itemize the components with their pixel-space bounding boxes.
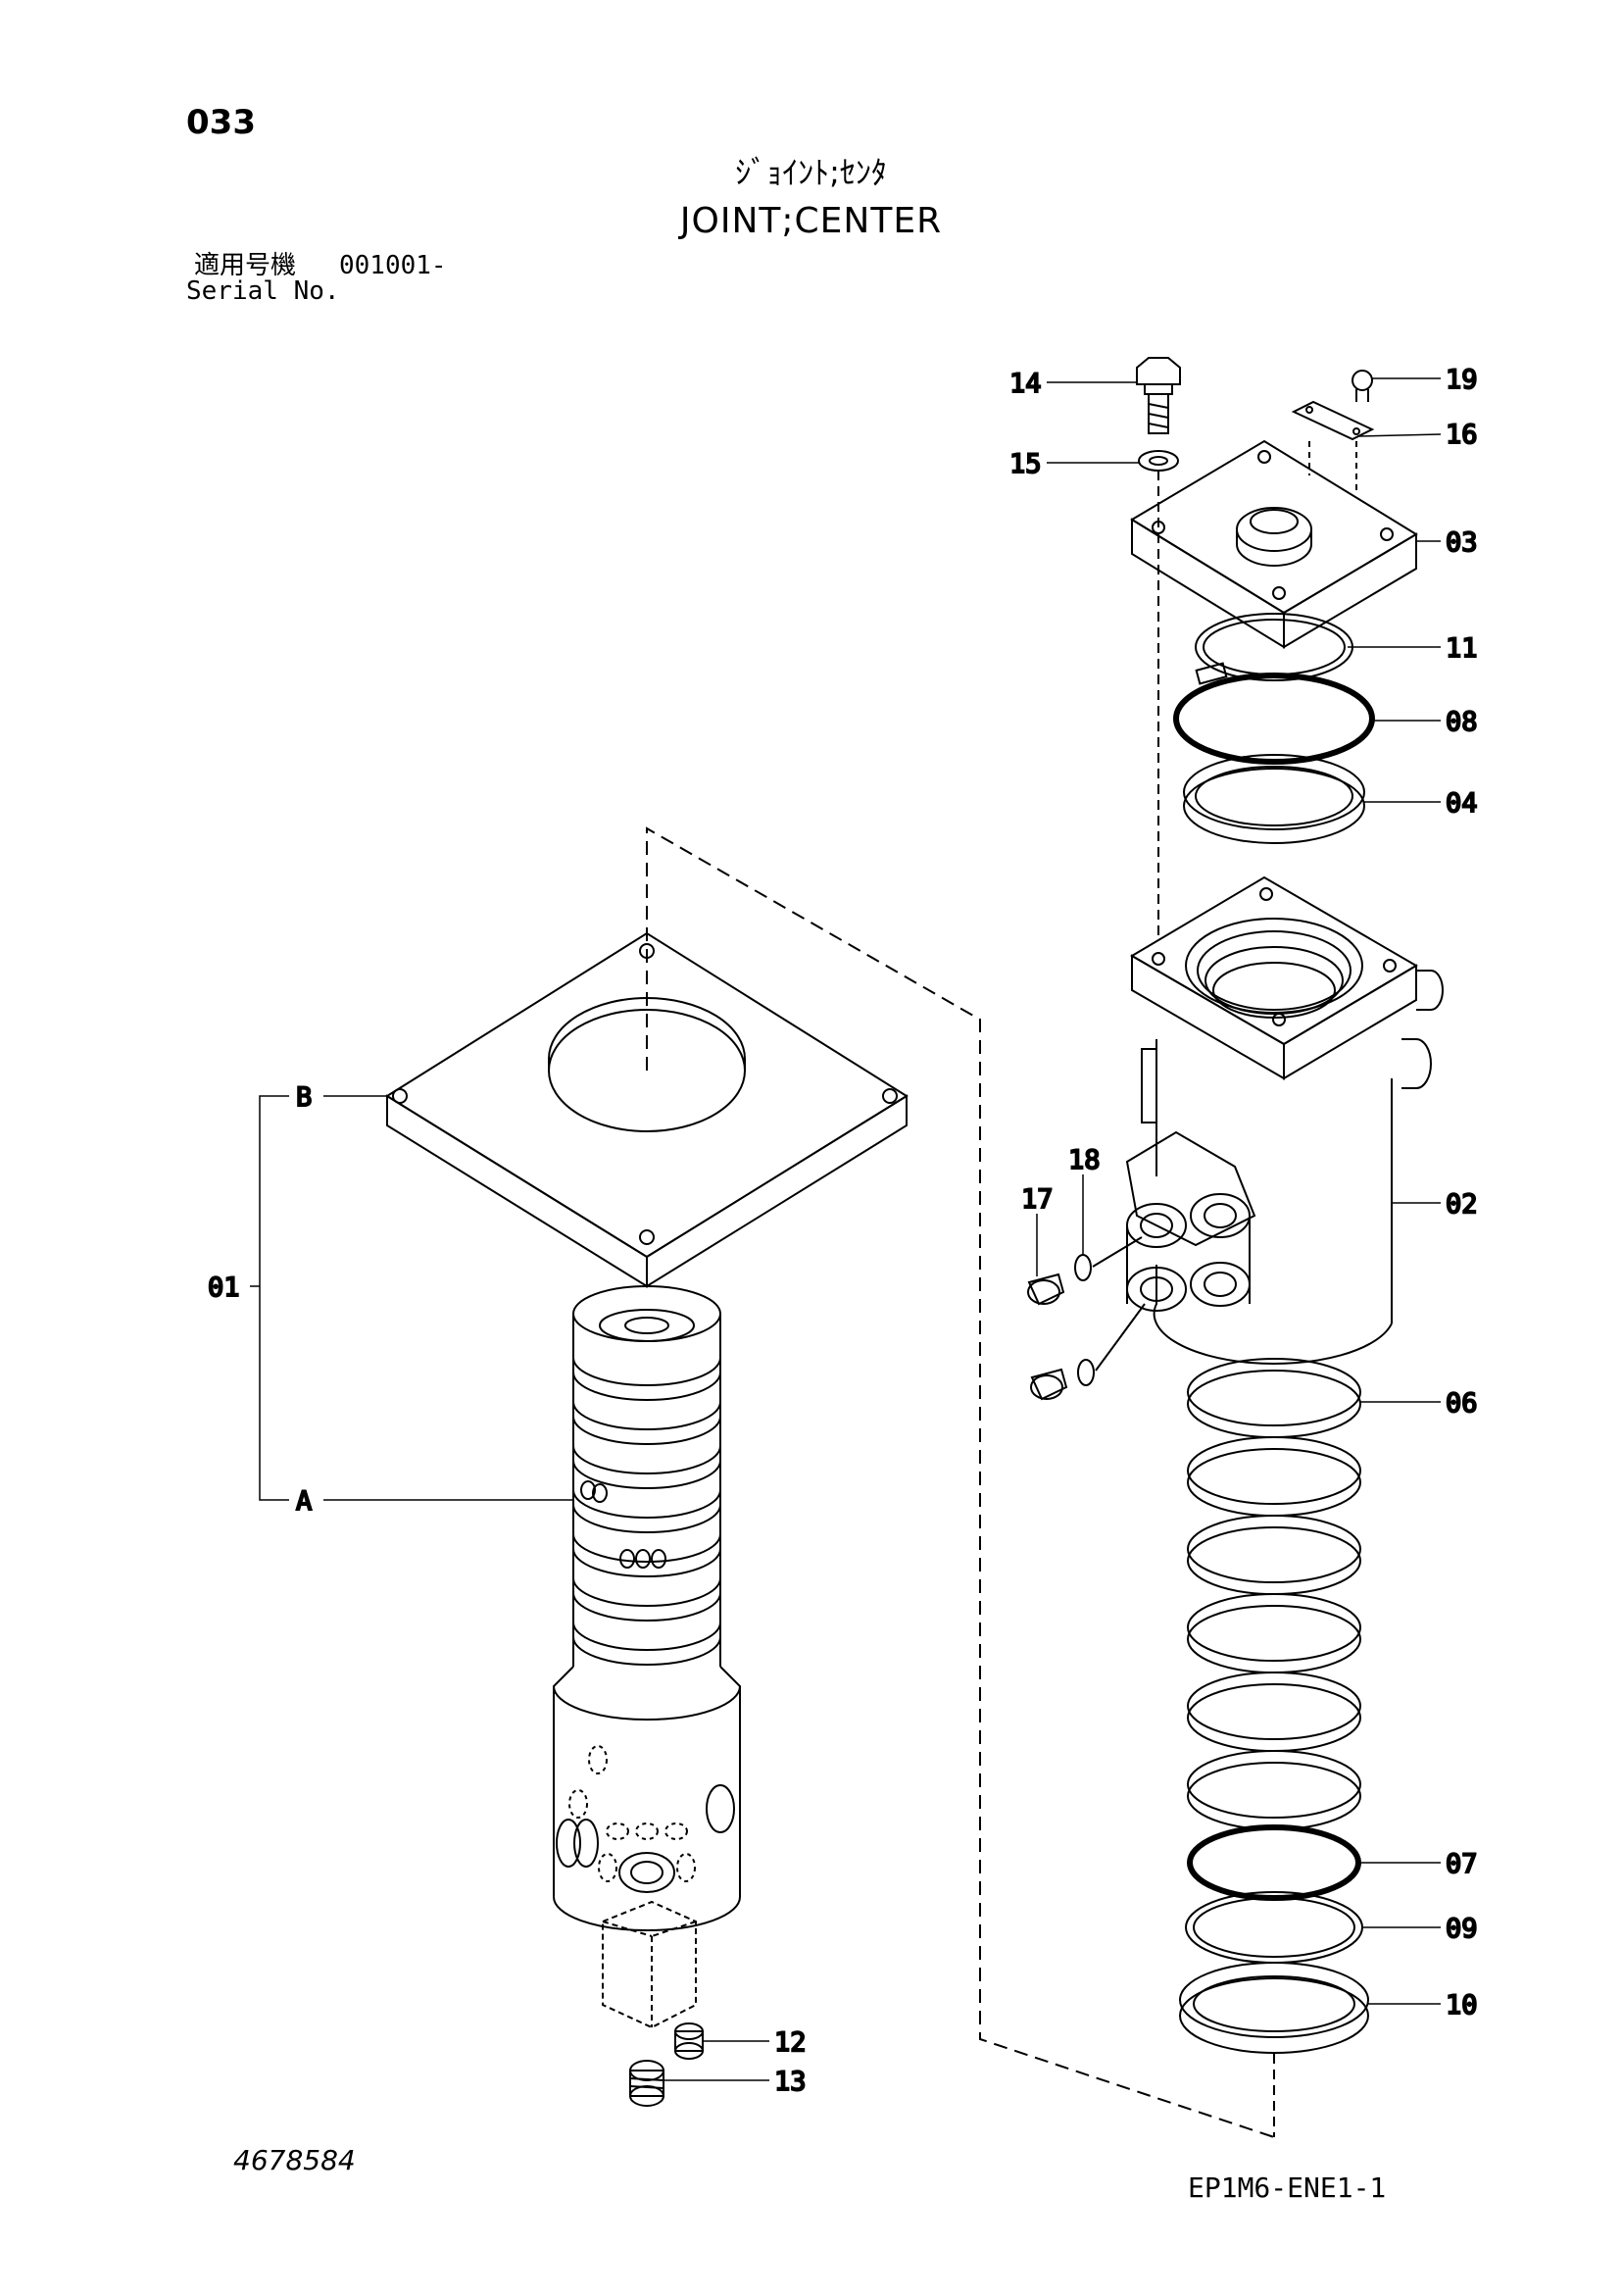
- callout-07: 07: [1446, 1849, 1478, 1879]
- part-08-o-ring: [1173, 673, 1375, 765]
- part-16-plate: [1291, 400, 1375, 495]
- callout-16: 16: [1446, 420, 1478, 450]
- callout-b: B: [296, 1082, 312, 1113]
- document-code: EP1M6-ENE1-1: [1188, 2171, 1387, 2204]
- callout-09: 09: [1446, 1914, 1478, 1944]
- page-number: 033: [186, 103, 256, 142]
- callout-19: 19: [1446, 365, 1478, 395]
- callout-03: 03: [1446, 527, 1478, 558]
- part-17-plug: [1027, 1273, 1068, 1401]
- callout-a: A: [296, 1486, 312, 1517]
- callout-17: 17: [1021, 1184, 1054, 1215]
- part-18-o-ring: [1074, 1236, 1146, 1386]
- title-japanese: ｼﾞｮｲﾝﾄ;ｾﾝﾀ: [735, 154, 887, 191]
- callout-14: 14: [1009, 369, 1042, 399]
- part-15-washer: [1138, 450, 1179, 472]
- part-02-body: [1125, 875, 1444, 1365]
- serial-label-english: Serial No.: [186, 276, 340, 306]
- part-04-ring: [1183, 754, 1365, 844]
- callout-06: 06: [1446, 1388, 1478, 1419]
- callout-08: 08: [1446, 707, 1478, 737]
- part-13-plug: [629, 2060, 664, 2107]
- part-03-cover: [1130, 439, 1418, 649]
- assembly-line-center: [646, 826, 1275, 2138]
- callout-18: 18: [1068, 1145, 1101, 1175]
- callout-04: 04: [1446, 788, 1478, 819]
- serial-range: 001001-: [339, 251, 447, 280]
- part-07-o-ring: [1187, 1824, 1361, 1901]
- part-19-pin: [1352, 370, 1373, 402]
- callout-15: 15: [1009, 449, 1042, 479]
- serial-label-japanese: 適用号機: [194, 251, 297, 280]
- drawing-number: 4678584: [233, 2144, 356, 2176]
- callout-13: 13: [774, 2067, 807, 2097]
- title-english: JOINT;CENTER: [679, 201, 943, 241]
- part-12-plug: [674, 2022, 704, 2060]
- callout-10: 10: [1446, 1990, 1478, 2021]
- leader-lines: [250, 377, 1442, 2081]
- part-06-seal-rings: [1187, 1358, 1361, 1830]
- callout-11: 11: [1446, 633, 1478, 664]
- part-14-bolt: [1136, 357, 1181, 434]
- part-01-b-flange: [385, 931, 909, 1288]
- callout-02: 02: [1446, 1189, 1478, 1220]
- callout-01: 01: [208, 1273, 240, 1303]
- part-01-a-spindle: [553, 1285, 741, 2029]
- callout-12: 12: [774, 2027, 807, 2058]
- part-10-ring: [1179, 1962, 1369, 2054]
- part-09-ring: [1185, 1891, 1363, 1964]
